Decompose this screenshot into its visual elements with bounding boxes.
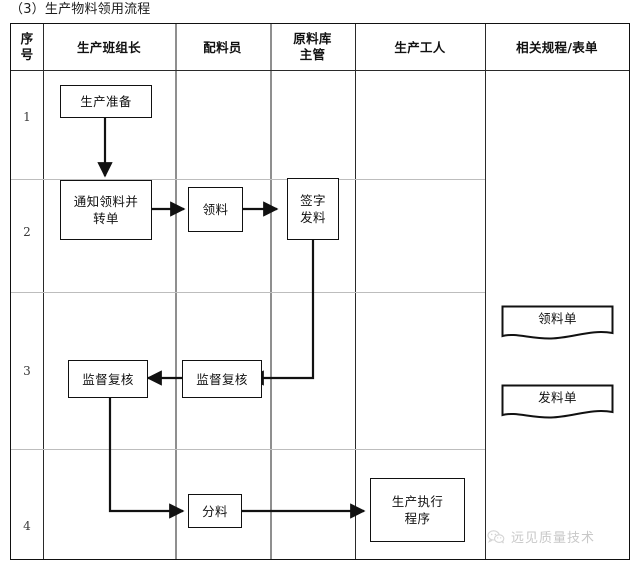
node-supervise-review-mixer[interactable]: 监督复核 — [182, 360, 262, 398]
node-label-execution-line1: 生产执行 — [391, 494, 444, 509]
header-cell-mixer: 配料员 — [175, 24, 270, 70]
document-label-issue-slip: 发料单 — [538, 390, 577, 405]
node-label-supervise-review-mixer: 监督复核 — [196, 371, 248, 387]
column-divider-warehouse — [355, 24, 357, 559]
header-label-seq-line1: 序 — [20, 31, 34, 46]
node-pick-material[interactable]: 领料 — [188, 187, 243, 232]
node-label-pick-material: 领料 — [202, 202, 229, 217]
header-cell-warehouse: 原料库 主管 — [270, 24, 355, 70]
document-issue-slip[interactable]: 发料单 — [501, 384, 614, 420]
node-split-material[interactable]: 分料 — [188, 494, 242, 528]
header-label-docs: 相关规程/表单 — [516, 39, 598, 55]
header-cell-worker: 生产工人 — [355, 24, 485, 70]
row-number-4: 4 — [23, 519, 31, 533]
node-notify-and-transfer[interactable]: 通知领料并 转单 — [60, 180, 152, 240]
document-shape-icon — [501, 305, 614, 340]
header-divider — [11, 70, 629, 72]
page-title: （3）生产物料领用流程 — [10, 2, 151, 17]
column-divider-seq — [43, 24, 45, 559]
header-label-mixer: 配料员 — [203, 39, 242, 55]
node-sign-and-issue[interactable]: 签字 发料 — [287, 178, 339, 240]
document-label-pick-slip: 领料单 — [538, 311, 577, 326]
column-divider-leader — [175, 24, 177, 559]
header-label-leader: 生产班组长 — [76, 39, 141, 55]
header-cell-leader: 生产班组长 — [43, 24, 175, 70]
watermark: 远见质量技术 — [487, 527, 595, 546]
node-supervise-review-leader[interactable]: 监督复核 — [68, 360, 148, 398]
row-divider-3-4 — [11, 449, 485, 451]
node-production-execution[interactable]: 生产执行 程序 — [370, 478, 465, 542]
header-label-warehouse-line2: 主管 — [299, 47, 326, 62]
node-label-sign-line1: 签字 — [300, 193, 326, 208]
row-divider-2-3 — [11, 292, 485, 294]
row-number-1: 1 — [23, 110, 31, 124]
row-number-3: 3 — [23, 364, 31, 378]
node-label-notify-line1: 通知领料并 — [73, 194, 139, 209]
node-label-sign-line2: 发料 — [300, 210, 326, 225]
header-cell-docs: 相关规程/表单 — [485, 24, 629, 70]
node-label-notify-line2: 转单 — [93, 211, 119, 226]
wechat-icon — [487, 529, 505, 543]
row-number-2: 2 — [23, 225, 31, 239]
header-label-seq-line2: 号 — [20, 47, 34, 62]
header-label-worker: 生产工人 — [394, 39, 446, 55]
node-production-preparation[interactable]: 生产准备 — [60, 85, 152, 118]
column-divider-worker — [485, 24, 487, 559]
node-label-production-preparation: 生产准备 — [80, 94, 132, 109]
document-pick-slip[interactable]: 领料单 — [501, 305, 614, 341]
watermark-text: 远见质量技术 — [511, 531, 596, 546]
header-label-warehouse-line1: 原料库 — [293, 31, 332, 46]
row-divider-1-2 — [11, 179, 485, 181]
node-label-split-material: 分料 — [202, 503, 228, 519]
node-label-execution-line2: 程序 — [404, 511, 431, 526]
node-label-supervise-review-leader: 监督复核 — [82, 371, 134, 387]
document-shape-icon — [501, 384, 614, 419]
header-cell-seq: 序 号 — [11, 24, 43, 70]
